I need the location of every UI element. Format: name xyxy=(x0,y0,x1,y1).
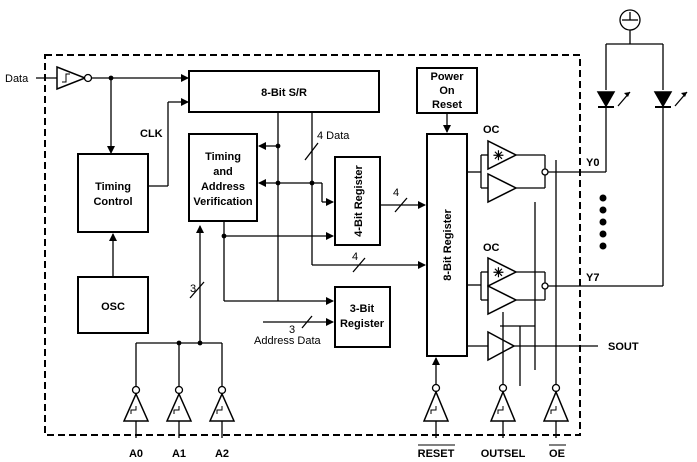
svg-text:Address: Address xyxy=(201,181,245,193)
svg-text:8-Bit S/R: 8-Bit S/R xyxy=(261,87,307,99)
svg-text:Timing: Timing xyxy=(95,181,131,193)
pin-a0-label: A0 xyxy=(129,448,143,460)
oc-bottom-label: OC xyxy=(483,242,500,254)
osc-block xyxy=(77,276,149,334)
data-input-label: Data xyxy=(5,73,29,85)
svg-text:and: and xyxy=(213,166,233,178)
four-data-label: 4 Data xyxy=(317,130,350,142)
bus-3a-label: 3 xyxy=(190,283,196,295)
buffer-a0 xyxy=(122,343,150,438)
y0-junction xyxy=(541,168,549,176)
power-supply-icon xyxy=(619,9,641,31)
svg-text:Timing: Timing xyxy=(205,151,241,163)
pin-a2-label: A2 xyxy=(215,448,229,460)
clk-label: CLK xyxy=(140,128,163,140)
svg-text:4-Bit Register: 4-Bit Register xyxy=(353,165,365,237)
bus-3b-label: 3 xyxy=(289,324,295,336)
svg-text:✳: ✳ xyxy=(493,265,504,280)
y7-junction xyxy=(541,282,549,290)
svg-text:Verification: Verification xyxy=(193,196,253,208)
svg-text:8-Bit Register: 8-Bit Register xyxy=(442,209,454,281)
svg-text:✳: ✳ xyxy=(493,148,504,163)
eight-bit-register-block xyxy=(426,133,468,357)
oc-top-label: OC xyxy=(483,124,500,136)
pin-outsel-label: OUTSEL xyxy=(481,448,526,460)
sout-buffer xyxy=(487,330,516,362)
pin-oe-label: OE xyxy=(549,448,565,460)
led-y7-icon xyxy=(653,91,688,108)
led-y0-icon xyxy=(596,91,631,108)
buffer-a2 xyxy=(208,343,236,438)
repetition-dots xyxy=(599,194,607,250)
power-on-reset-block xyxy=(416,67,478,114)
buffer-outsel xyxy=(489,380,517,438)
buffer-reset xyxy=(422,357,450,438)
svg-text:Reset: Reset xyxy=(432,99,462,111)
y7-label: Y7 xyxy=(586,272,599,284)
timing-verification-block xyxy=(188,133,258,222)
buffer-y0 xyxy=(487,172,518,204)
y0-label: Y0 xyxy=(586,157,599,169)
oc-driver-y0: ✳ xyxy=(487,139,518,171)
svg-text:3-Bit: 3-Bit xyxy=(350,303,375,315)
buffer-oe xyxy=(542,383,570,438)
shift-register-block xyxy=(188,70,380,113)
pin-a1-label: A1 xyxy=(172,448,186,460)
oc-driver-y7: ✳ xyxy=(487,256,518,288)
sout-label: SOUT xyxy=(608,341,639,353)
svg-text:OSC: OSC xyxy=(101,301,125,313)
buffer-y7 xyxy=(487,284,518,316)
buffer-a1 xyxy=(165,343,193,438)
four-bit-register-block xyxy=(334,156,381,246)
data-input-buffer xyxy=(56,65,93,91)
bus-4a-label: 4 xyxy=(393,187,399,199)
timing-control-block xyxy=(77,153,149,233)
three-bit-register-block xyxy=(334,286,391,348)
svg-text:On: On xyxy=(439,85,455,97)
svg-text:Register: Register xyxy=(340,318,385,330)
chip-boundary xyxy=(44,54,581,436)
bus-4b-label: 4 xyxy=(352,251,358,263)
pin-reset-label: RESET xyxy=(418,448,455,460)
svg-text:Control: Control xyxy=(93,196,132,208)
svg-text:Power: Power xyxy=(430,71,464,83)
address-data-label: Address Data xyxy=(254,335,322,347)
